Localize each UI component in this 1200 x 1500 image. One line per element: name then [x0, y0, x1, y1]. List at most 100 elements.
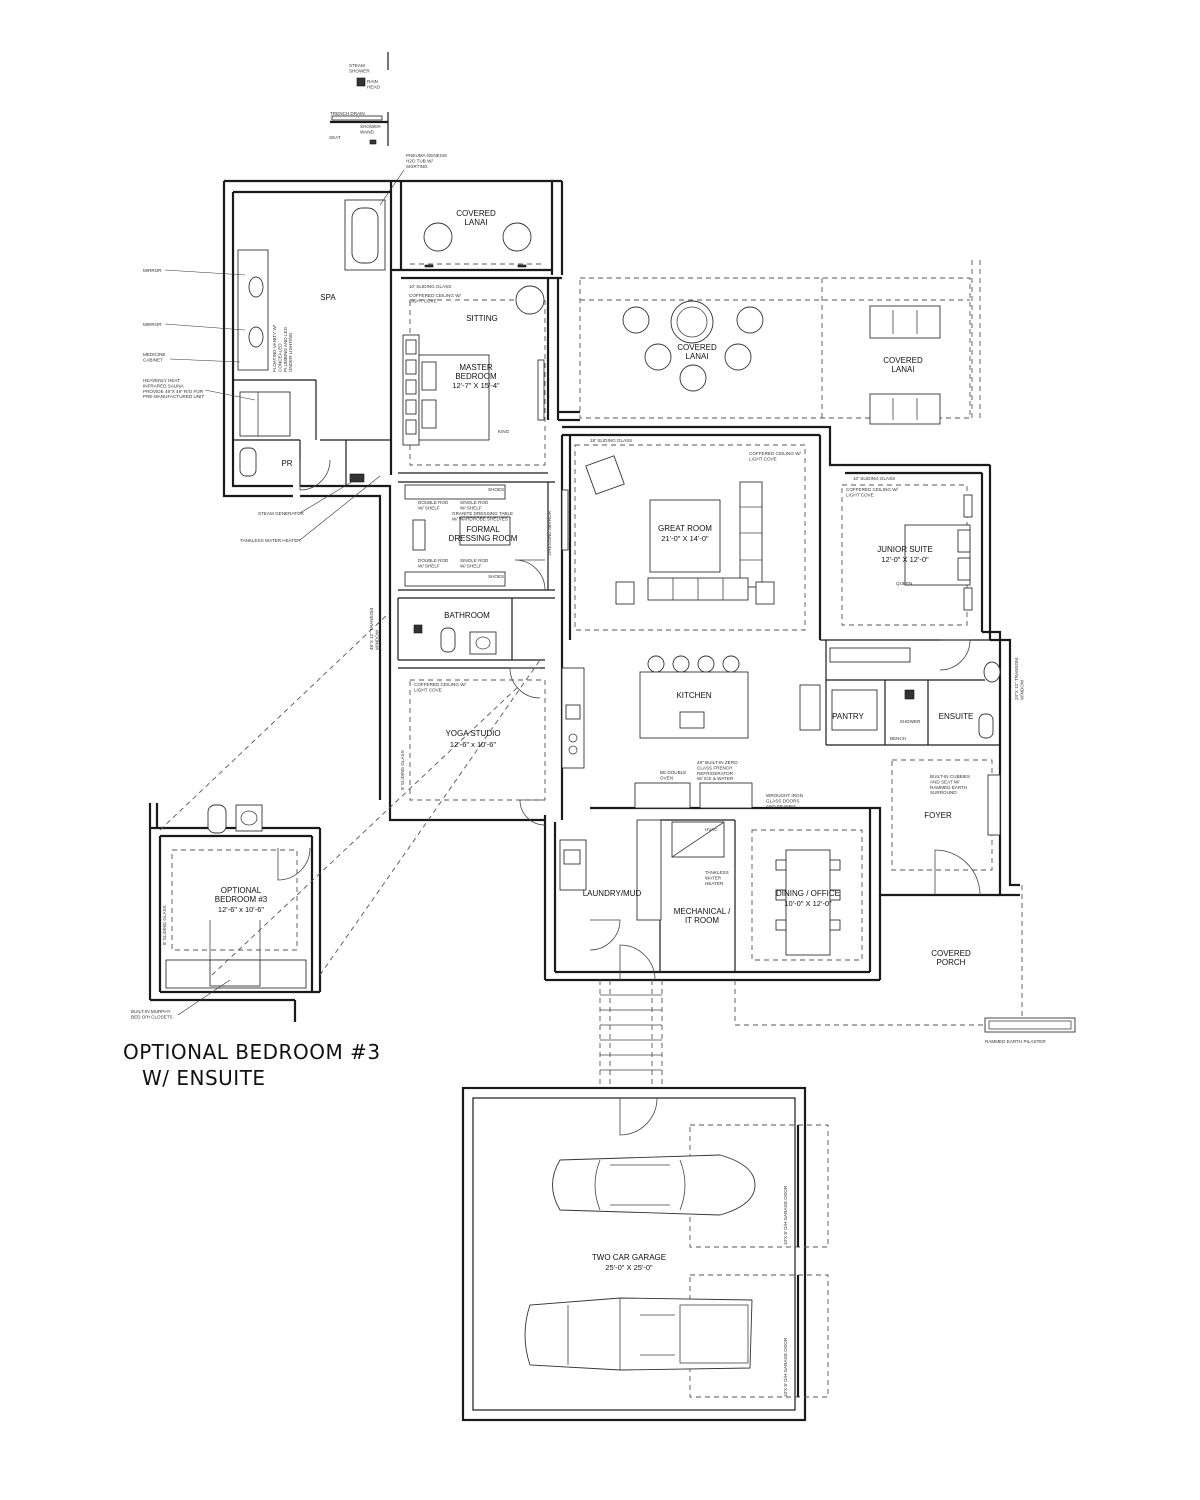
label-kitchen: KITCHEN: [676, 691, 711, 700]
note-hvac: HVAC: [705, 827, 718, 832]
note-shower: SHOWER: [900, 719, 921, 724]
note-queen: QUEEN: [896, 581, 912, 586]
note-dressing-mirror: DRESSING MIRROR: [547, 510, 552, 555]
truck-icon: [524, 1297, 753, 1371]
car-icon: [552, 1154, 756, 1216]
kitchen: [561, 647, 1001, 769]
label-mechanical: MECHANICAL /IT ROOM: [674, 907, 731, 925]
chair-icon: [724, 343, 752, 371]
note-shoes-2: SHOES: [488, 574, 504, 579]
rain-head-icon: [356, 77, 366, 87]
note-tankless-water-heater: TANKLESS WATER HEATER: [240, 538, 301, 543]
toilet-icon: [440, 627, 456, 653]
label-yoga-studio: YOGA STUDIO: [445, 729, 500, 738]
chair-icon: [736, 306, 764, 334]
coffee-table: [649, 499, 721, 573]
chair-icon: [644, 343, 672, 371]
note-trench-drain: TRENCH DRAIN: [330, 111, 365, 116]
label-yoga-studio-dim: 12'-6" x 10'-6": [450, 740, 496, 749]
steam-shower-inset: [330, 52, 389, 146]
label-foyer: FOYER: [924, 811, 952, 820]
sink-icon: [983, 661, 1001, 683]
sofa-icon: [739, 481, 763, 588]
dressing-table: [459, 516, 511, 546]
stool-icon: [672, 655, 690, 673]
note-mirror-1: MIRROR: [143, 268, 162, 273]
label-sitting: SITTING: [466, 314, 498, 323]
chair-icon: [423, 222, 453, 252]
closet-rod: [404, 484, 506, 500]
toilet-icon: [207, 804, 227, 834]
closet-rod: [404, 571, 506, 587]
label-garage-dim: 25'-0" X 25'-0": [605, 1263, 653, 1272]
master-bedroom: [402, 285, 546, 466]
optional-bedroom-callout: [159, 611, 541, 976]
note-vanity: FLOATING VANITY W/CONCEALEDPLUMBING AND …: [272, 324, 293, 372]
label-pr: PR: [281, 459, 292, 468]
stool-icon: [647, 655, 665, 673]
label-junior-suite-dim: 12'-0" X 12'-0": [881, 555, 929, 564]
stool-icon: [722, 655, 740, 673]
vanity: [237, 249, 269, 371]
chair-icon: [622, 306, 650, 334]
walkway: [599, 980, 663, 1088]
label-spa: SPA: [320, 293, 336, 302]
shower-wand-icon: [369, 139, 377, 145]
foyer-dining-laundry: [559, 759, 1001, 961]
note-coffered-junior: COFFERED CEILING W/LIGHT COVE: [846, 487, 899, 497]
sink-icon: [469, 631, 497, 655]
note-transom-right: 24"X 12" TRANSOMWINDOW: [1014, 658, 1024, 700]
sink-icon: [248, 326, 264, 348]
dining-table: [785, 849, 831, 956]
sink-icon: [248, 276, 264, 298]
great-room: [561, 444, 806, 631]
sink-icon: [679, 711, 705, 729]
note-rammed-earth: RAMMED EARTH PILASTER: [985, 1039, 1046, 1044]
note-sliding-glass-top: 10' SLIDING GLASS: [409, 284, 451, 289]
label-junior-suite: JUNIOR SUITE: [877, 545, 933, 554]
label-dining-office-dim: 10'-0" X 12'-0": [784, 899, 832, 908]
rain-head-icon: [413, 624, 423, 634]
label-master-bedroom-dim: 12'-7" X 15'-4": [452, 381, 500, 390]
label-dining-office: DINING / OFFICE: [776, 889, 840, 898]
toilet-icon: [239, 447, 257, 477]
covered-lanai-center: [579, 260, 981, 425]
pantry-shelves: [831, 689, 878, 731]
label-garage: TWO CAR GARAGE: [592, 1253, 666, 1262]
sofa-icon: [869, 393, 941, 425]
note-sliding-glass-junior: 10' SLIDING GLASS: [853, 476, 895, 481]
label-pantry: PANTRY: [832, 712, 864, 721]
note-bench: BENCH: [890, 736, 906, 741]
note-transom-left: 48"X 12" TRANSOMWINDOW: [369, 608, 379, 650]
note-sliding-glass-yoga: 8' SLIDING GLASS: [400, 750, 405, 790]
door-swings: [277, 459, 981, 1136]
rain-head-icon: [904, 689, 915, 700]
rammed-earth-pilaster: [984, 1017, 1076, 1033]
label-bathroom: BATHROOM: [444, 611, 490, 620]
sink-icon: [235, 804, 263, 832]
note-steam-generator: STEAM GENERATOR: [258, 511, 304, 516]
laundry-counter: [559, 839, 587, 891]
toilet-icon: [978, 713, 994, 739]
note-shoes-1: SHOES: [488, 487, 504, 492]
garage: [461, 1086, 829, 1422]
